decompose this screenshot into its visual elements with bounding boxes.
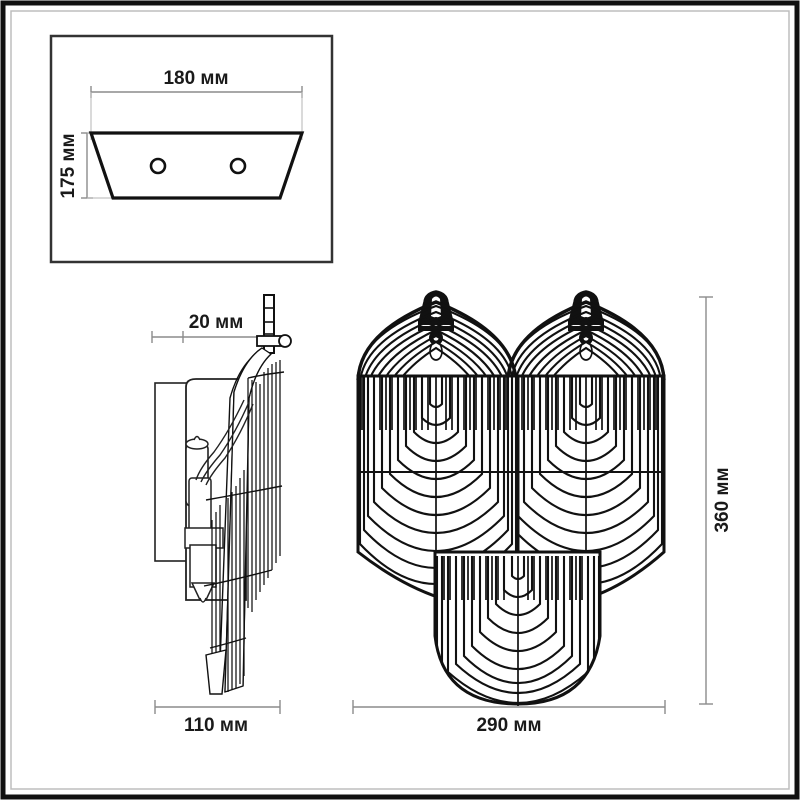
- dimension-width-top: 180 мм: [90, 68, 303, 140]
- side-shade-tail: [205, 649, 227, 695]
- crown-outline-right: [506, 300, 666, 381]
- side-wire-routing: [195, 399, 254, 486]
- front-elevation-view: [356, 290, 666, 706]
- dimension-depth-side: 110 мм: [154, 700, 281, 736]
- dimension-label-110: 110 мм: [184, 715, 248, 736]
- side-elevation-view: [154, 294, 292, 695]
- dimension-label-180: 180 мм: [163, 68, 228, 89]
- side-shade-tier-lines: [203, 371, 285, 649]
- dimension-width-front: 290 мм: [352, 700, 666, 736]
- side-finial-stem: [256, 294, 292, 354]
- dimension-label-20: 20 мм: [189, 312, 244, 333]
- dimension-label-290: 290 мм: [476, 715, 541, 736]
- dimension-label-360: 360 мм: [712, 467, 733, 532]
- shade-tier-bottom: [433, 550, 602, 706]
- dimension-height-front: 360 мм: [699, 296, 733, 705]
- top-view-mounting-plate: [88, 131, 305, 200]
- dimension-label-175: 175 мм: [58, 133, 79, 198]
- crown-outline-left: [356, 300, 518, 381]
- mounting-hole-right: [229, 157, 247, 175]
- mounting-hole-left: [149, 157, 167, 175]
- dimension-offset-side: 20 мм: [151, 312, 278, 343]
